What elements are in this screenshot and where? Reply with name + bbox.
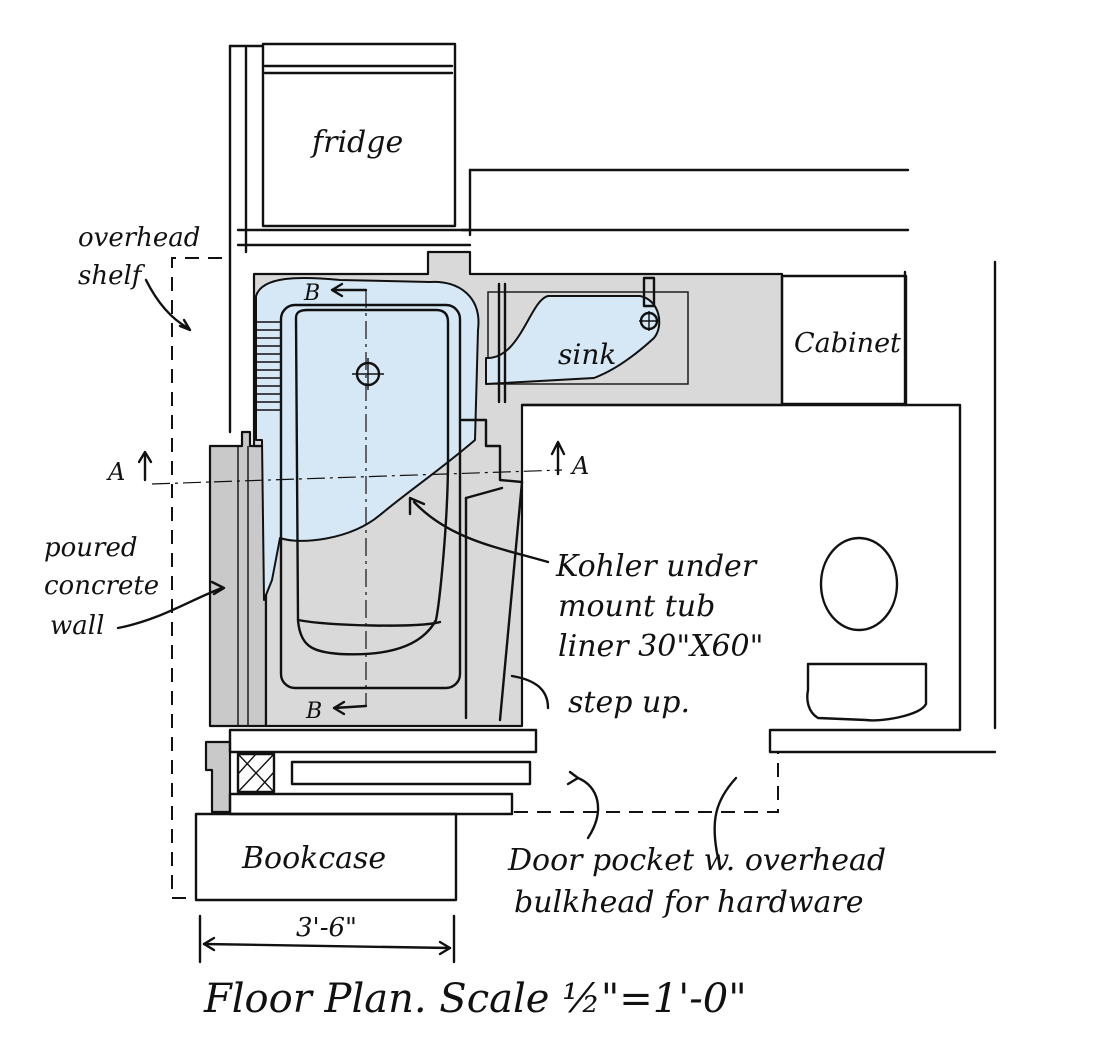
kohler-label-1: Kohler under [555,549,758,584]
dimension-line: 3'-6" [198,913,456,964]
poured-concrete-wall [204,430,268,814]
door-pocket-label-2: bulkhead for hardware [514,885,863,920]
section-b-bottom-label: B [305,699,322,724]
bookcase: Bookcase [194,812,458,902]
cabinet: Cabinet [780,274,908,406]
cabinet-label: Cabinet [794,328,901,359]
tub [279,303,524,722]
kohler-label-2: mount tub [558,589,715,624]
sink-water [485,295,661,385]
step-hatch [256,321,282,411]
section-b-top-label: B [303,281,320,306]
annotations: overhead shelf poured concrete wall Kohl… [44,223,886,920]
step-up-label: step up. [568,685,690,720]
door-pocket-label-1: Door pocket w. overhead [507,843,886,878]
sink-label: sink [558,338,616,371]
poured-concrete-label-2: concrete [44,571,159,601]
poured-concrete-label-3: wall [50,611,104,641]
fridge: fridge [261,42,457,228]
overhead-shelf-outline [171,257,222,899]
drawing-title: Floor Plan. Scale ½"=1'-0" [203,976,747,1022]
overhead-shelf-label-1: overhead [78,223,200,253]
leader-lines [116,278,738,860]
toilet-room [520,403,997,754]
kohler-label-3: liner 30"X60" [558,629,763,664]
section-a-left-label: A [106,458,125,486]
section-a-right-label: A [570,452,589,480]
section-b: B B [303,281,368,724]
dimension-label: 3'-6" [296,913,357,943]
bookcase-label: Bookcase [241,841,386,876]
poured-concrete-label-1: poured [44,533,138,563]
water-highlight [255,276,480,601]
section-a: A A [106,440,589,486]
door-pocket [228,728,779,816]
sink: sink [497,276,659,404]
fridge-label: fridge [310,125,403,160]
overhead-shelf-label-2: shelf [78,261,146,291]
